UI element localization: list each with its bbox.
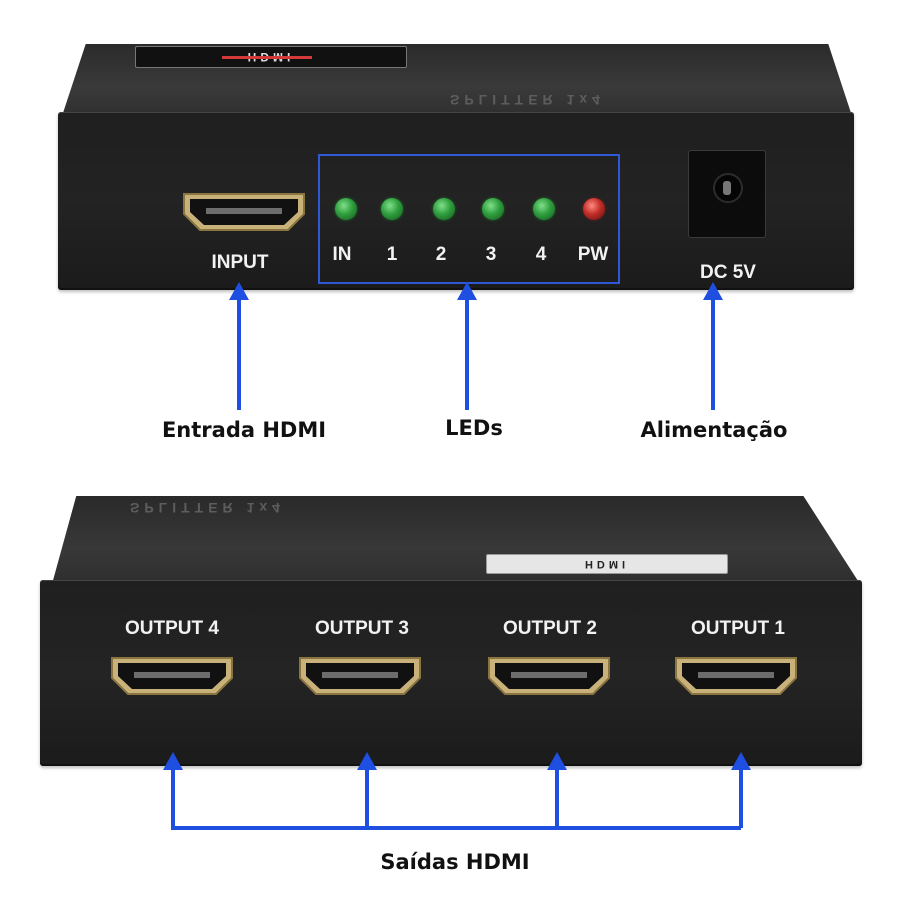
led-label-1: 1	[386, 244, 398, 265]
arrowhead-leds	[457, 282, 477, 300]
callout-outputs: Saídas HDMI	[380, 850, 530, 874]
power-label: DC 5V	[700, 262, 756, 283]
led-label-4: 4	[535, 244, 547, 265]
led-label-in: IN	[332, 244, 352, 265]
led-label-2: 2	[435, 244, 447, 265]
output-1-label: OUTPUT 1	[691, 618, 785, 639]
arrowhead-output-3	[357, 752, 377, 770]
output-4-label: OUTPUT 4	[125, 618, 219, 639]
led-label-3: 3	[485, 244, 497, 265]
arrowhead-output-4	[163, 752, 183, 770]
led-2	[433, 198, 455, 220]
hdmi-output-1-port[interactable]	[672, 652, 800, 698]
callout-power: Alimentação	[640, 418, 788, 442]
arrowhead-input	[229, 282, 249, 300]
hdmi-output-2-port[interactable]	[485, 652, 613, 698]
output-3-label: OUTPUT 3	[315, 618, 409, 639]
arrow-bracket	[171, 768, 741, 830]
arrowhead-output-1	[731, 752, 751, 770]
hdmi-input-port[interactable]	[180, 188, 308, 234]
callout-input: Entrada HDMI	[161, 418, 327, 442]
led-label-pw: PW	[577, 244, 609, 265]
arrowhead-output-2	[547, 752, 567, 770]
arrowhead-power	[703, 282, 723, 300]
led-pw	[583, 198, 605, 220]
callout-leds: LEDs	[445, 416, 503, 440]
hdmi-output-3-port[interactable]	[296, 652, 424, 698]
dc-power-jack[interactable]	[688, 150, 766, 238]
led-highlight-box	[318, 154, 620, 284]
led-in	[335, 198, 357, 220]
led-1	[381, 198, 403, 220]
led-3	[482, 198, 504, 220]
output-2-label: OUTPUT 2	[503, 618, 597, 639]
led-4	[533, 198, 555, 220]
hdmi-output-4-port[interactable]	[108, 652, 236, 698]
input-label: INPUT	[211, 252, 269, 273]
